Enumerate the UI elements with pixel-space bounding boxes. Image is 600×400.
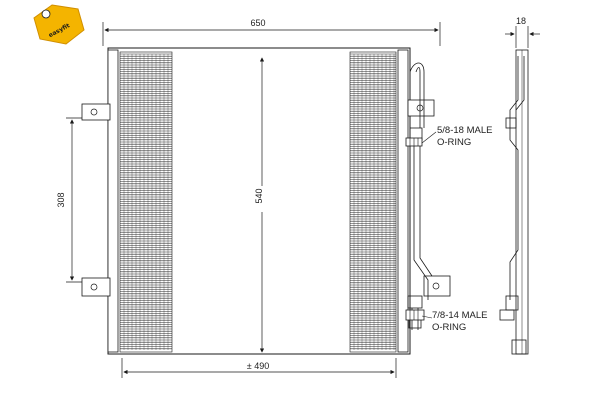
left-fin-block xyxy=(120,53,172,350)
dimension-core-width: ± 490 xyxy=(121,358,397,378)
condenser-side-view xyxy=(499,49,529,355)
upper-fitting-spec-line1: 5/8-18 MALE xyxy=(437,125,492,136)
lower-fitting-spec-line1: 7/8-14 MALE xyxy=(432,310,487,321)
dimension-depth: 18 xyxy=(505,16,540,48)
dimension-label-18: 18 xyxy=(516,16,526,26)
easyfit-logo: easyfit xyxy=(33,4,85,45)
lower-fitting-icon xyxy=(405,309,425,321)
left-upper-bracket xyxy=(81,103,111,121)
right-upper-bracket xyxy=(407,99,435,117)
dimension-label-650: 650 xyxy=(250,18,265,28)
dimension-label-308: 308 xyxy=(56,192,66,207)
dimension-label-540: 540 xyxy=(254,188,264,203)
logo-wrench-icon xyxy=(41,9,51,19)
upper-fitting-icon xyxy=(405,137,423,147)
right-side-tank xyxy=(397,49,409,353)
dimension-label-490: ± 490 xyxy=(247,361,269,371)
dimension-total-width: 650 xyxy=(102,18,441,46)
upper-fitting-spec-line2: O-RING xyxy=(437,137,471,148)
logo-badge-shape xyxy=(33,4,85,45)
dimension-mount-height: 308 xyxy=(56,117,96,283)
lower-fitting-spec-line2: O-RING xyxy=(432,322,466,333)
left-side-tank xyxy=(107,49,119,353)
left-lower-bracket xyxy=(81,277,111,297)
right-fin-block xyxy=(350,53,396,350)
condenser-front-view: 540 xyxy=(81,47,451,355)
right-lower-bracket xyxy=(423,275,451,297)
